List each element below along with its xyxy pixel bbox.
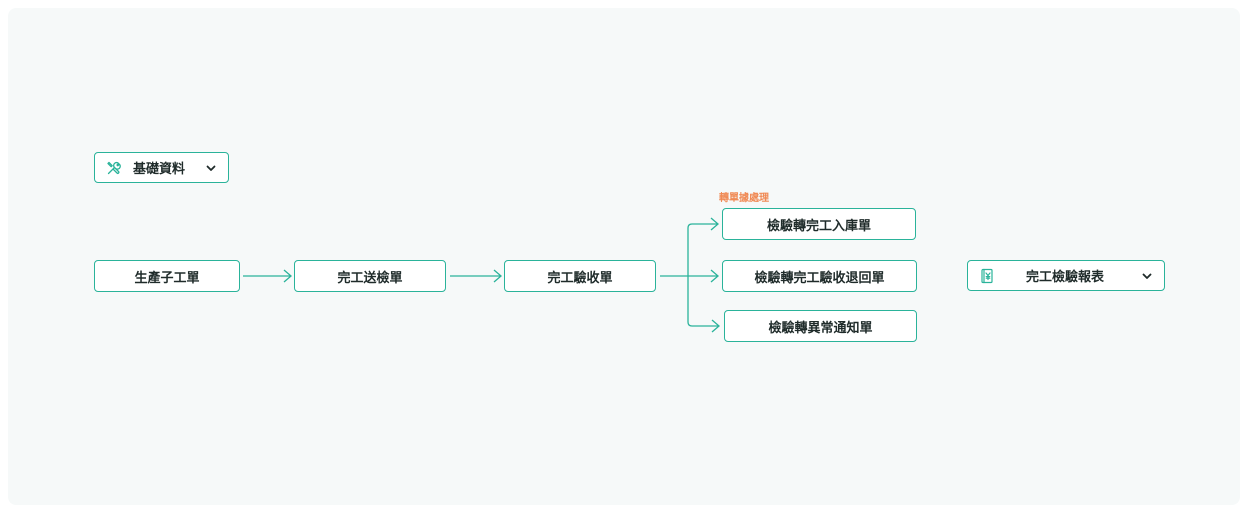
node-label: 生產子工單	[134, 270, 200, 286]
basic-data-menu-button[interactable]: 基礎資料	[94, 152, 229, 183]
report-icon	[978, 267, 996, 285]
flow-canvas	[8, 8, 1240, 505]
convert-to-stock-in-node[interactable]: 檢驗轉完工入庫單	[722, 208, 916, 240]
chevron-down-icon	[204, 161, 218, 175]
node-label: 完工送檢單	[337, 270, 403, 286]
node-label: 完工驗收單	[547, 270, 613, 286]
convert-to-acceptance-return-node[interactable]: 檢驗轉完工驗收退回單	[722, 260, 917, 292]
report-label: 完工檢驗報表	[1026, 270, 1105, 285]
convert-to-exception-notice-node[interactable]: 檢驗轉異常通知單	[724, 310, 917, 342]
document-conversion-tag: 轉單據處理	[719, 193, 769, 204]
completion-inspection-request-node[interactable]: 完工送檢單	[294, 260, 446, 292]
node-label: 檢驗轉完工入庫單	[766, 218, 871, 234]
basic-data-label: 基礎資料	[133, 162, 186, 177]
chevron-down-icon	[1140, 269, 1154, 283]
node-label: 檢驗轉異常通知單	[768, 320, 873, 336]
production-sub-work-order-node[interactable]: 生產子工單	[94, 260, 240, 292]
completion-inspection-report-menu-button[interactable]: 完工檢驗報表	[967, 260, 1165, 291]
node-label: 檢驗轉完工驗收退回單	[754, 270, 885, 286]
tools-icon	[105, 159, 123, 177]
completion-acceptance-node[interactable]: 完工驗收單	[504, 260, 656, 292]
